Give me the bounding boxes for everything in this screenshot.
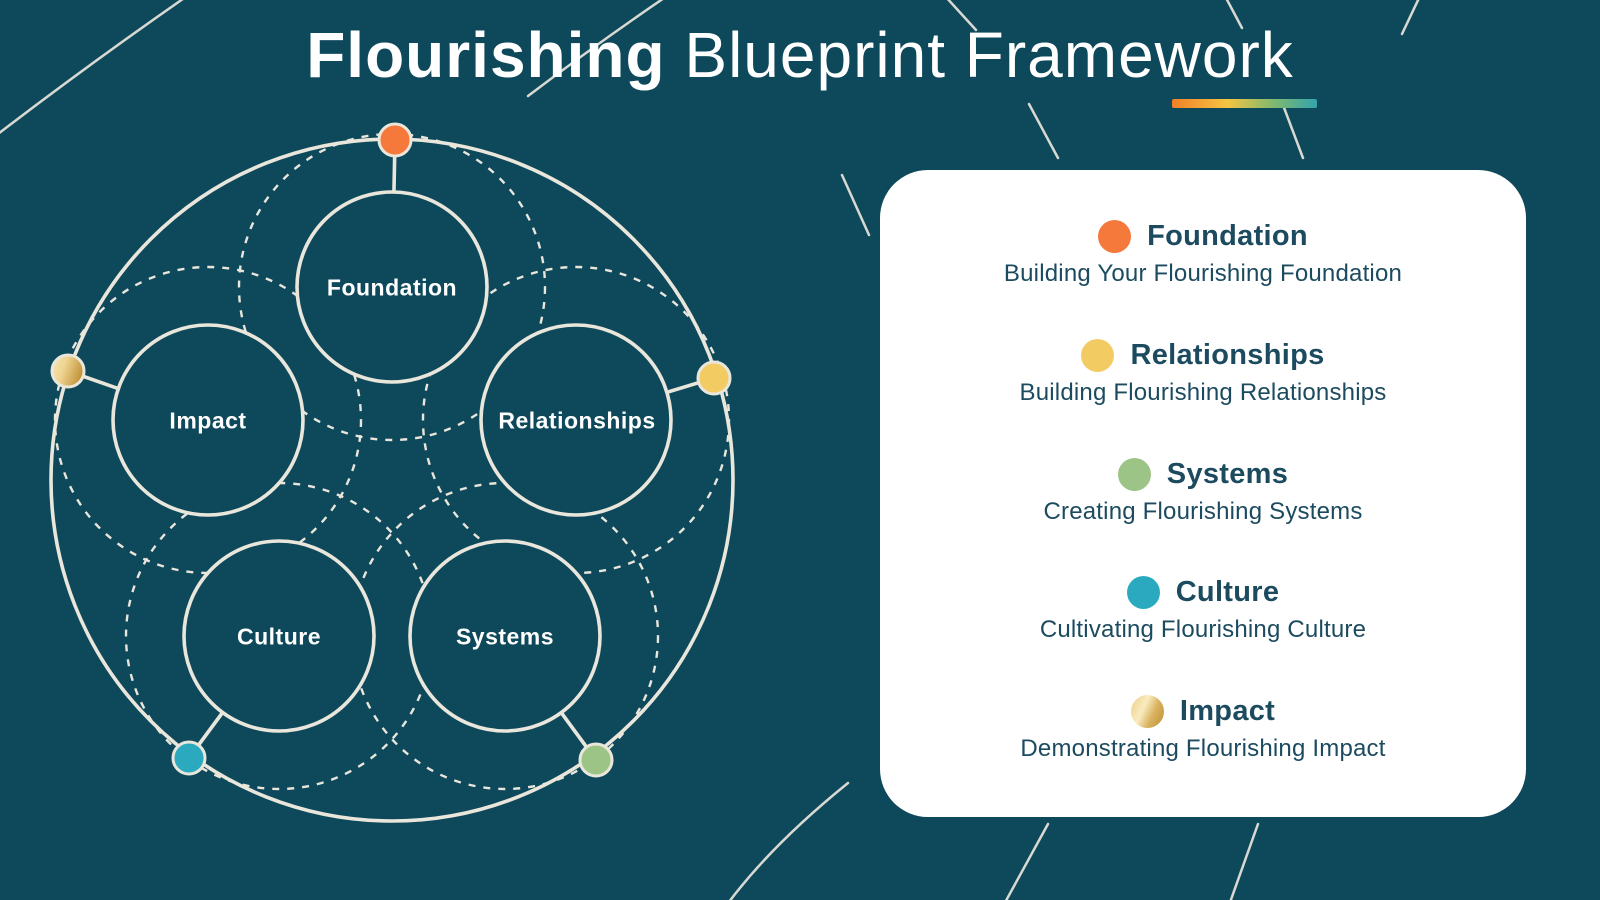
systems-node-label: Systems (455, 623, 555, 650)
culture-legend-dot (1126, 576, 1160, 610)
page-title: Flourishing Blueprint Framework (0, 18, 1600, 92)
legend-item-title: Systems (1166, 457, 1289, 490)
foundation-legend-dot (1098, 220, 1132, 253)
legend-item-systems: Systems Creating Flourishing Systems (916, 457, 1490, 526)
node-circles (111, 190, 673, 733)
relationships-node-label: Relationships (498, 407, 656, 434)
legend-item-relationships: Relationships Building Flourishing Relat… (916, 338, 1490, 407)
legend-item-title: Relationships (1130, 338, 1325, 371)
legend-item-impact: Impact Demonstrating Flourishing Impact (916, 695, 1490, 763)
page-title-bold: Flourishing (306, 19, 666, 91)
impact-marker-dot (50, 353, 86, 389)
systems-circle (408, 539, 602, 733)
legend-item-title: Culture (1175, 576, 1280, 609)
culture-marker-dot (171, 740, 207, 776)
legend-item-description: Building Your Flourishing Foundation (1003, 260, 1403, 287)
legend-item-foundation: Foundation Building Your Flourishing Fou… (916, 220, 1490, 288)
legend-item-title: Foundation (1147, 220, 1308, 252)
legend-item-description: Cultivating Flourishing Culture (1039, 616, 1367, 644)
legend-item-description: Demonstrating Flourishing Impact (1020, 735, 1386, 762)
legend-item-description: Building Flourishing Relationships (1019, 378, 1387, 406)
title-gradient-underline (1172, 99, 1317, 108)
legend-item-title: Impact (1179, 695, 1276, 727)
impact-legend-dot (1130, 695, 1164, 728)
foundation-marker-dot (377, 122, 413, 158)
relationships-circle (479, 323, 673, 517)
relationships-legend-dot (1081, 338, 1115, 372)
legend-item-description: Creating Flourishing Systems (1043, 497, 1363, 525)
legend-card: Foundation Building Your Flourishing Fou… (880, 170, 1526, 817)
foundation-node-label: Foundation (326, 274, 458, 301)
systems-marker-dot (578, 742, 614, 778)
culture-circle (182, 539, 376, 733)
impact-node-label: Impact (169, 407, 247, 434)
foundation-circle (295, 190, 489, 384)
culture-node-label: Culture (237, 623, 321, 650)
legend-item-culture: Culture Cultivating Flourishing Culture (916, 576, 1490, 644)
ring-marker-dots (50, 122, 732, 778)
impact-circle (111, 323, 305, 517)
page-title-light: Blueprint Framework (665, 19, 1294, 91)
relationships-marker-dot (696, 360, 732, 396)
background-decor-lines (0, 0, 1420, 900)
systems-legend-dot (1117, 457, 1151, 491)
